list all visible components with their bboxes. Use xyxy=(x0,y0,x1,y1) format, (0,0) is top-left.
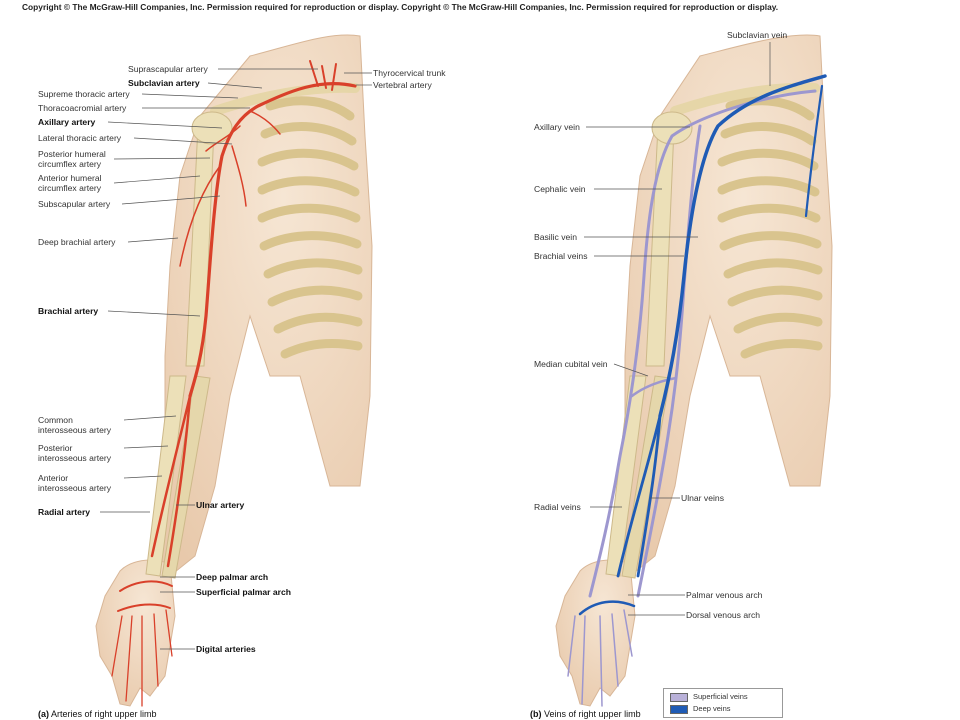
caption-b-tag: (b) xyxy=(530,709,542,719)
label-anterior-humeral-line1: Anterior humeral xyxy=(38,173,102,183)
label-subscapular-artery: Subscapular artery xyxy=(38,199,111,209)
label-subclavian-vein: Subclavian vein xyxy=(727,30,788,40)
label-posterior-interosseous-line1: Posterior xyxy=(38,443,73,453)
label-deep-palmar-arch: Deep palmar arch xyxy=(196,572,269,582)
label-cephalic-vein: Cephalic vein xyxy=(534,184,586,194)
panel-b-arm xyxy=(555,34,833,707)
superficial-swatch xyxy=(670,692,688,702)
copyright-notice: Copyright © The McGraw-Hill Companies, I… xyxy=(22,2,779,12)
caption-panel-a: (a) Arteries of right upper limb xyxy=(38,709,157,719)
label-brachial-artery: Brachial artery xyxy=(38,306,99,316)
copyright-bar: Copyright © The McGraw-Hill Companies, I… xyxy=(0,0,960,16)
label-ulnar-artery: Ulnar artery xyxy=(196,500,245,510)
label-superficial-palmar-arch: Superficial palmar arch xyxy=(196,587,292,597)
label-palmar-venous-arch: Palmar venous arch xyxy=(686,590,763,600)
label-common-interosseous-line1: Common xyxy=(38,415,73,425)
caption-a-text: Arteries of right upper limb xyxy=(51,709,157,719)
label-anterior-interosseous-line2: interosseous artery xyxy=(38,483,112,493)
label-posterior-interosseous-line2: interosseous artery xyxy=(38,453,112,463)
label-basilic-vein: Basilic vein xyxy=(534,232,577,242)
label-axillary-vein: Axillary vein xyxy=(534,122,580,132)
label-supreme-thoracic-artery: Supreme thoracic artery xyxy=(38,89,130,99)
label-axillary-artery: Axillary artery xyxy=(38,117,96,127)
label-vertebral-artery: Vertebral artery xyxy=(373,80,432,90)
caption-b-text: Veins of right upper limb xyxy=(544,709,641,719)
arteries xyxy=(111,60,357,707)
label-lateral-thoracic-artery: Lateral thoracic artery xyxy=(38,133,122,143)
label-suprascapular-artery: Suprascapular artery xyxy=(128,64,208,74)
label-digital-arteries: Digital arteries xyxy=(196,644,256,654)
label-radial-veins: Radial veins xyxy=(534,502,581,512)
legend-superficial-label: Superficial veins xyxy=(693,692,748,701)
caption-panel-b: (b) Veins of right upper limb xyxy=(530,709,641,719)
label-posterior-humeral-line1: Posterior humeral xyxy=(38,149,106,159)
caption-a-tag: (a) xyxy=(38,709,49,719)
panel-a-arm xyxy=(95,34,373,707)
label-deep-brachial-artery: Deep brachial artery xyxy=(38,237,116,247)
superficial-veins xyxy=(567,89,817,707)
deep-swatch xyxy=(670,704,688,714)
legend: Superficial veins Deep veins xyxy=(663,688,783,718)
label-thyrocervical-trunk: Thyrocervical trunk xyxy=(373,68,446,78)
label-common-interosseous-line2: interosseous artery xyxy=(38,425,112,435)
label-posterior-humeral-line2: circumflex artery xyxy=(38,159,102,169)
label-brachial-veins: Brachial veins xyxy=(534,251,588,261)
label-subclavian-artery: Subclavian artery xyxy=(128,78,200,88)
legend-deep-label: Deep veins xyxy=(693,704,731,713)
legend-superficial: Superficial veins xyxy=(670,692,748,702)
label-anterior-interosseous-line1: Anterior xyxy=(38,473,69,483)
label-radial-artery: Radial artery xyxy=(38,507,91,517)
label-anterior-humeral-line2: circumflex artery xyxy=(38,183,102,193)
ribcage-b xyxy=(717,96,823,359)
label-median-cubital-vein: Median cubital vein xyxy=(534,359,608,369)
legend-deep: Deep veins xyxy=(670,704,731,714)
label-dorsal-venous-arch: Dorsal venous arch xyxy=(686,610,761,620)
ribcage-a xyxy=(257,96,363,359)
arm-illustrations xyxy=(95,34,833,707)
figure: Suprascapular artery Subclavian artery S… xyxy=(0,16,960,720)
label-ulnar-veins: Ulnar veins xyxy=(681,493,724,503)
label-thoracoacromial-artery: Thoracoacromial artery xyxy=(38,103,127,113)
deep-veins xyxy=(578,74,827,616)
